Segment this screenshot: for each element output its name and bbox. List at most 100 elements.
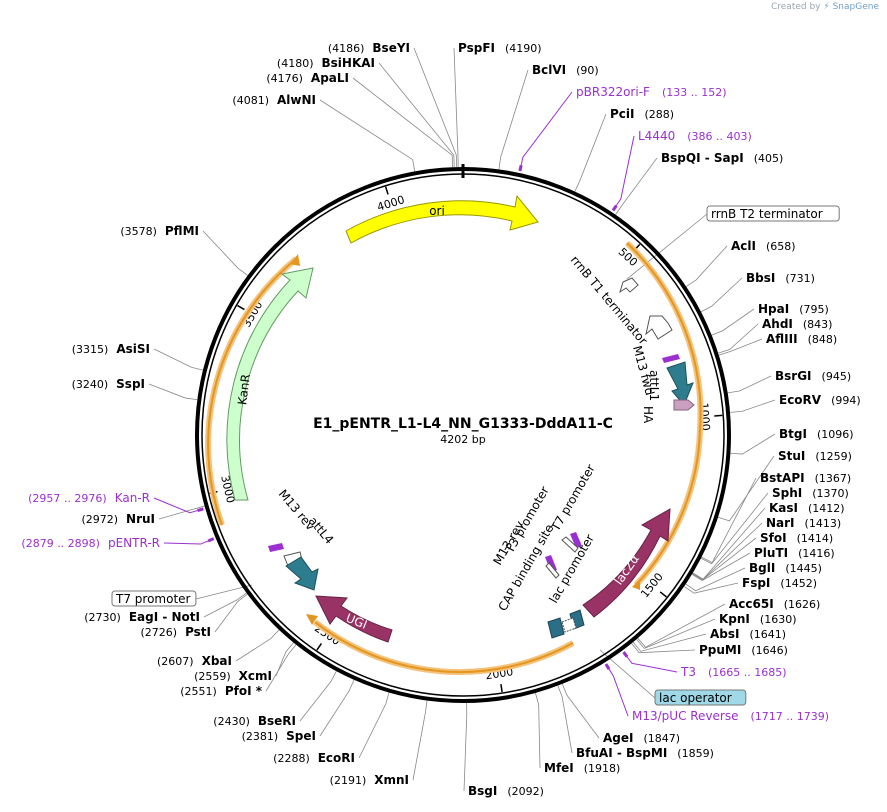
kanr-feature: KanR: [226, 267, 314, 501]
restriction-site-label: Acc65I(1626): [729, 597, 820, 611]
site-name: HpaI: [758, 302, 789, 316]
site-labels: (4186)BseYI(4180)BsiHKAI(4176)ApaLI(4081…: [21, 41, 860, 798]
site-name: BsgI: [468, 784, 497, 798]
site-name: XbaI: [202, 654, 232, 668]
tick-mark: [384, 186, 389, 195]
restriction-site-label: AhdI(843): [762, 317, 832, 331]
restriction-site-label: (2607)XbaI: [157, 654, 232, 668]
site-name: PflMI: [165, 224, 199, 238]
rrnb-t1-feature: rrnB T1 terminator: [568, 253, 673, 348]
primer-mark: [207, 537, 215, 543]
site-name: BstAPI: [760, 471, 805, 485]
site-position: (4190): [505, 42, 542, 55]
orf-arc-right: [626, 242, 702, 431]
primer-label: M13/pUC Reverse(1717 .. 1739): [632, 709, 829, 723]
label-box: [654, 689, 747, 706]
site-name: EcoRV: [779, 393, 822, 407]
label-box: [111, 590, 197, 607]
site-position: (1445): [785, 562, 822, 575]
primer-mark: [197, 507, 204, 513]
primer-leader: [626, 656, 678, 673]
boxed-label-text: T7 promoter: [115, 592, 191, 606]
site-position: (1452): [780, 577, 817, 590]
site-position: (1096): [817, 428, 854, 441]
site-position: (1626): [784, 598, 821, 611]
plasmid-name: E1_pENTR_L1-L4_NN_G1333-DddA11-C: [313, 416, 613, 432]
kanr-arrow: [226, 267, 314, 501]
site-name: PstI: [185, 625, 211, 639]
t7-promoter-arrow: [561, 536, 579, 553]
kanr-label: KanR: [235, 373, 253, 405]
site-position: (405): [754, 152, 784, 165]
site-leader: [730, 433, 776, 455]
restriction-site-label: KpnI(1630): [719, 612, 796, 626]
site-position: (945): [822, 370, 852, 383]
site-name: EagI - NotI: [129, 610, 200, 624]
site-position: (1414): [797, 532, 834, 545]
restriction-site-label: StuI(1259): [778, 449, 852, 463]
site-name: SspI: [116, 377, 145, 391]
attl4-label: attL4: [306, 514, 337, 547]
orf-arrowhead-left: [290, 254, 300, 266]
site-leader: [319, 679, 355, 737]
site-name: BclVI: [532, 63, 566, 77]
site-leader: [637, 603, 726, 648]
site-position: (2381): [242, 730, 279, 743]
restriction-site-label: AbsI (1641): [710, 627, 786, 641]
site-leader: [691, 552, 751, 581]
primer-name: T3: [680, 665, 696, 679]
site-position: (1641): [749, 628, 786, 641]
leader-lines: [148, 47, 776, 792]
site-position: (994): [831, 394, 861, 407]
site-name: AbsI: [710, 627, 739, 641]
site-name: PfoI *: [225, 684, 263, 698]
restriction-site-label: (2430)BseRI: [213, 714, 296, 728]
restriction-site-label: AclI(658): [731, 239, 796, 253]
snapgene-logo: ⚡: [823, 2, 830, 12]
restriction-site-label: (2381)SpeI: [242, 729, 316, 743]
restriction-site-label: (2551)PfoI *: [180, 684, 262, 698]
site-leader: [615, 157, 658, 215]
restriction-site-label: (4081)AlwNI: [232, 93, 316, 107]
site-leader: [265, 644, 297, 692]
site-name: SphI: [772, 486, 802, 500]
site-leader: [203, 592, 247, 618]
restriction-site-label: BsgI(2092): [468, 784, 544, 798]
site-leader: [413, 47, 457, 168]
ha-feature: HA: [641, 399, 695, 424]
primer-range: (2957 .. 2976): [28, 492, 107, 505]
primer-mark: [622, 651, 629, 658]
snapgene-credit: Created by ⚡ SnapGene: [771, 2, 879, 12]
site-position: (731): [785, 272, 815, 285]
tick-mark: [316, 643, 323, 651]
ori-arrow: [345, 194, 539, 244]
site-position: (1413): [805, 517, 842, 530]
site-position: (1370): [812, 487, 849, 500]
site-leader: [148, 383, 198, 401]
site-position: (4176): [266, 72, 303, 85]
site-position: (288): [645, 108, 675, 121]
restriction-site-label: SphI (1370): [772, 486, 849, 500]
site-position: (1847): [643, 732, 680, 745]
credit-text: Created by: [770, 2, 821, 12]
primer-range: (386 .. 403): [687, 130, 752, 143]
tick-mark: [237, 304, 245, 311]
primer-leader: [615, 135, 635, 206]
primer-range: (2879 .. 2898): [21, 537, 100, 550]
lac-promoter-arrow: [561, 617, 577, 633]
restriction-site-label: (3315)AsiSI: [72, 342, 150, 356]
primer-name: Kan-R: [115, 491, 150, 505]
restriction-site-label: BsrGI(945): [775, 369, 851, 383]
tick-mark: [714, 414, 723, 417]
restriction-site-label: FspI(1452): [742, 576, 817, 590]
attl4-arrow: [285, 556, 319, 591]
site-name: BsiHKAI: [322, 56, 376, 70]
site-name: NruI: [126, 512, 155, 526]
site-position: (4081): [232, 94, 269, 107]
site-leader: [730, 399, 776, 413]
orf-arc-right2: [635, 429, 701, 586]
rrnb-t1-label: rrnB T1 terminator: [568, 253, 651, 348]
restriction-site-label: BfuAI - BspMI(1859): [576, 746, 714, 760]
restriction-site-label: PciI(288): [610, 107, 674, 121]
site-leader: [700, 492, 769, 565]
